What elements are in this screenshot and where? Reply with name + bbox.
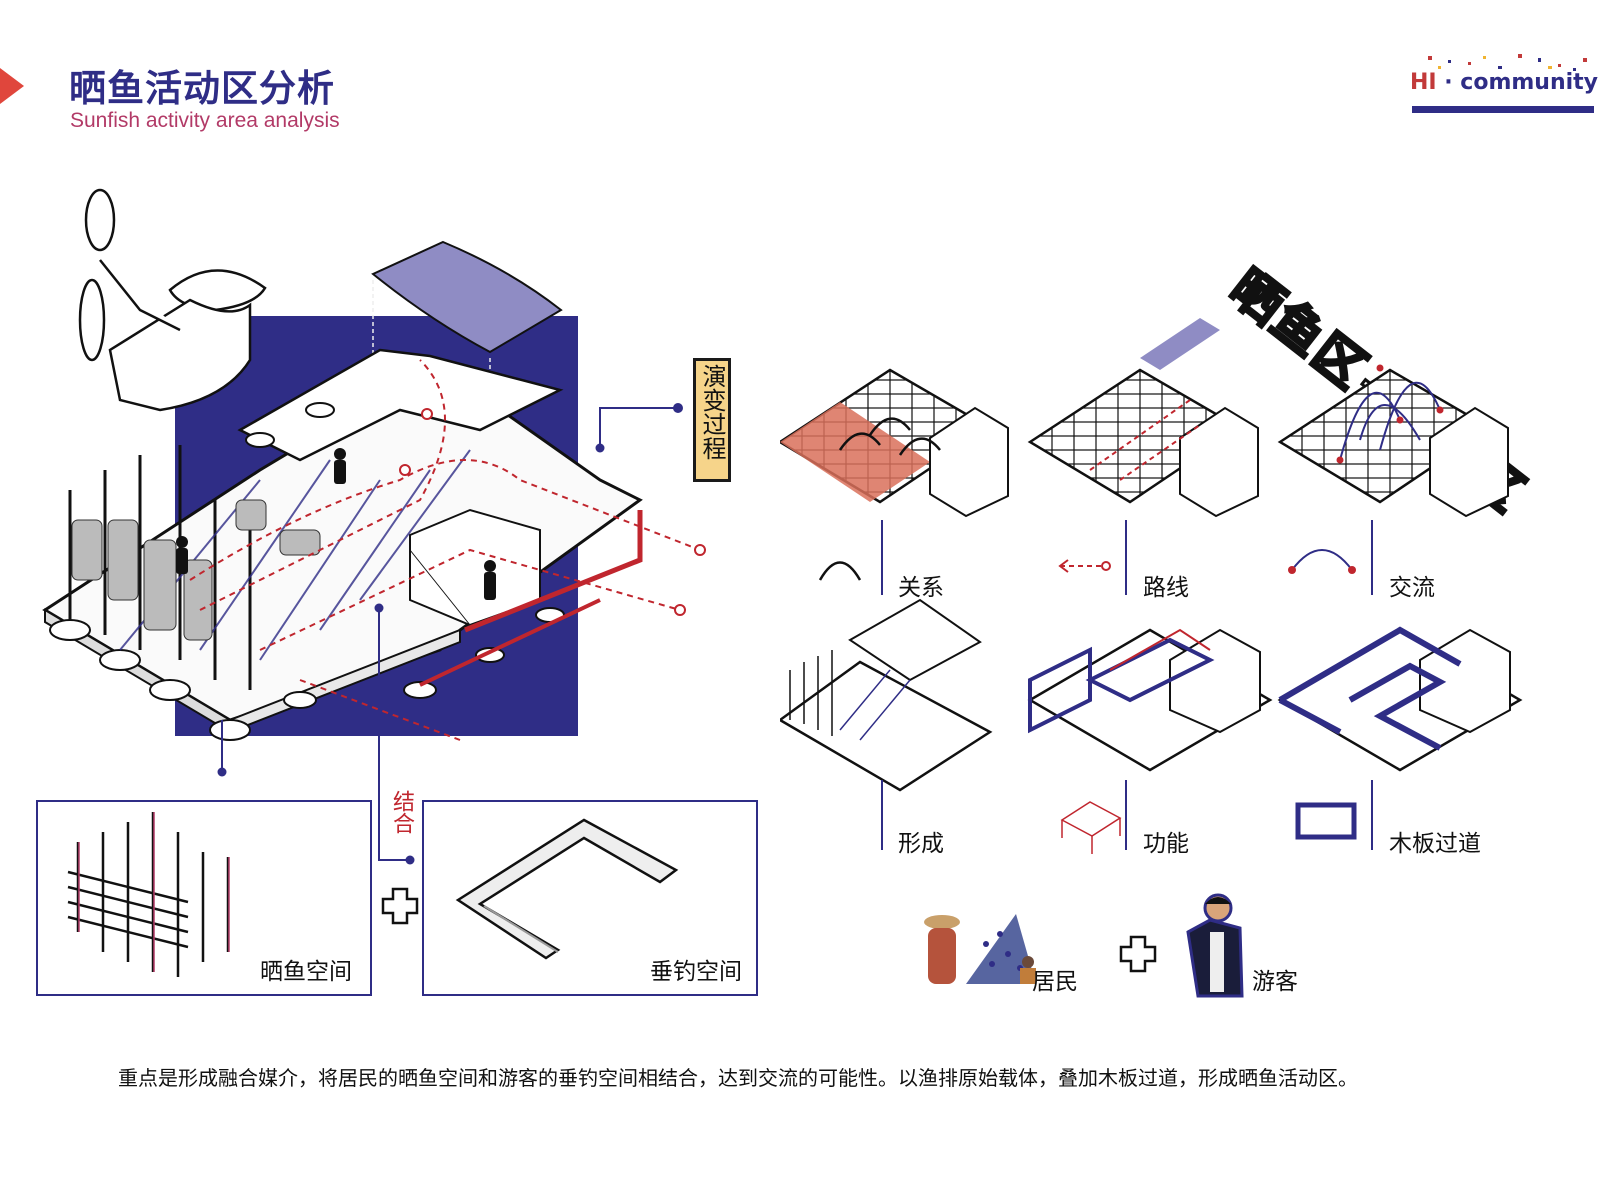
legend-function: 功能 [1143, 831, 1189, 857]
raft-boardwalk [1277, 626, 1523, 772]
raft-function [1027, 628, 1273, 772]
legend-formation: 形成 [898, 831, 944, 857]
legend-relation: 关系 [898, 575, 944, 601]
plus-icon-people [1119, 935, 1157, 973]
brand-logo: HI · community [1408, 52, 1598, 122]
fish-drying-space-frame: 晒鱼空间 [36, 800, 372, 996]
people-silhouettes [176, 448, 496, 600]
legend-exchange: 交流 [1389, 575, 1435, 601]
route-icon [1058, 559, 1111, 573]
plus-icon [381, 887, 419, 925]
evolution-badge-label: 演变过程 [698, 364, 726, 460]
evolution-badge: 演变过程 [693, 358, 731, 482]
fishing-space-label: 垂钓空间 [650, 959, 742, 985]
residents-photo [924, 914, 1036, 984]
l-walkway-drawing [455, 818, 679, 960]
raft-exchange [1277, 364, 1509, 518]
fisherman-sketch [78, 188, 267, 412]
raft-formation [780, 598, 993, 792]
brand-community: · community [1436, 70, 1599, 95]
function-icon [1060, 801, 1122, 854]
canopy [371, 240, 563, 354]
relation-icon [818, 561, 862, 581]
main-axonometric-drawing [42, 188, 706, 865]
rack-drawing [67, 812, 230, 977]
description-text: 重点是形成融合媒介，将居民的晒鱼空间和游客的垂钓空间相结合，达到交流的可能性。以… [118, 1066, 1358, 1090]
tourists-label: 游客 [1252, 969, 1298, 995]
exchange-icon [1288, 549, 1356, 574]
page-subtitle: Sunfish activity area analysis [70, 109, 340, 132]
boardwalk-icon [1295, 802, 1357, 840]
connector-lines [221, 407, 678, 861]
fish-drying-space-label: 晒鱼空间 [260, 959, 352, 985]
combine-label: 结合 [389, 790, 414, 834]
section-marker-icon [0, 68, 24, 104]
legend-boardwalk: 木板过道 [1389, 831, 1481, 857]
route-lines [189, 359, 701, 741]
fishing-space-frame: 垂钓空间 [422, 800, 758, 996]
brand-hi: HI [1410, 70, 1437, 95]
raft-route [1027, 318, 1259, 518]
legend-route: 路线 [1143, 575, 1189, 601]
process-diagrams [780, 318, 1523, 854]
page-title: 晒鱼活动区分析 [69, 67, 335, 110]
raft-relation [780, 368, 1009, 518]
residents-label: 居民 [1032, 969, 1078, 995]
confetti-decoration [1412, 54, 1594, 113]
tourist-photo [1186, 893, 1244, 998]
